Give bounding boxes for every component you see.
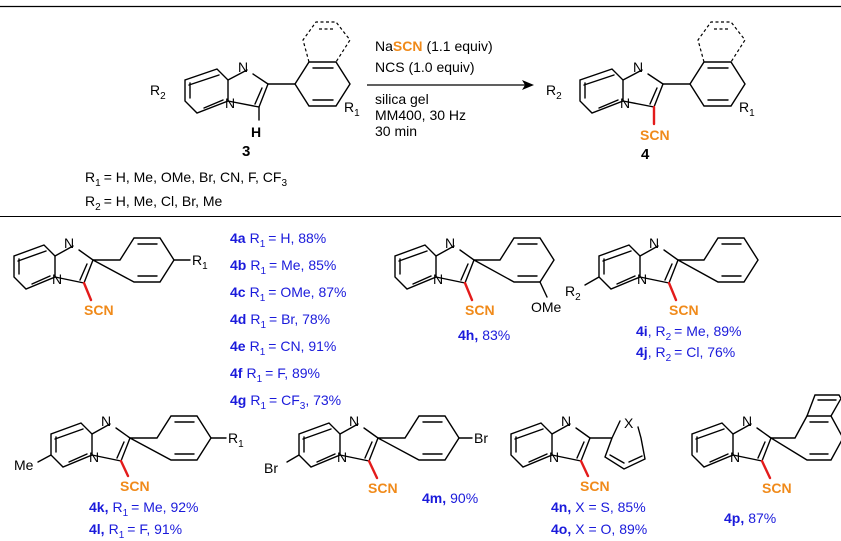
scn-group: SCN (84, 302, 114, 318)
me-group: Me (14, 457, 34, 473)
entry-4k: 4k,R1= Me, 92% (89, 499, 198, 519)
atom-n1: N (433, 271, 443, 287)
atom-n1: N (337, 449, 347, 465)
structure-4i-4j: N N SCN R2 4i, R2= Me, 89% 4j, R2= Cl, 7… (565, 235, 759, 364)
scn-group: SCN (640, 127, 670, 143)
atom-n1: N (730, 449, 740, 465)
condition-silica-gel: silica gel (375, 91, 429, 107)
condition-time: 30 min (375, 123, 417, 139)
atom-n3: N (64, 235, 74, 251)
atom-n3: N (649, 235, 659, 251)
r1-label: R1 (228, 430, 244, 450)
r2-definition: R2= H, Me, Cl, Br, Me (85, 193, 223, 213)
structure-4a-4g: N N SCN R1 (13, 235, 208, 318)
structure-4p: N N SCN 4p,87% (691, 394, 841, 526)
scn-group: SCN (762, 480, 792, 496)
condition-mill: MM400, 30 Hz (375, 107, 466, 123)
r1-label: R1 (739, 99, 755, 119)
reaction-conditions: NaSCN(1.1 equiv) NCS (1.0 equiv) silica … (375, 38, 493, 139)
compound-label-3: 3 (242, 143, 250, 160)
r1-label: R1 (344, 99, 360, 119)
product-4: N N SCN R2 R1 4 (546, 21, 755, 163)
entry-4h: 4h,83% (458, 327, 510, 343)
reagent-nascn: NaSCN(1.1 equiv) (375, 38, 493, 54)
ome-group: OMe (531, 299, 562, 315)
atom-h: H (251, 124, 261, 140)
br-group-ring: Br (264, 460, 278, 476)
structure-4n-4o: N N SCN X 4n,X = S, 85% 4o,X = O, 89% (510, 413, 647, 537)
entry-4j: 4j, R2= Cl, 76% (636, 344, 735, 364)
atom-n1: N (89, 449, 99, 465)
structure-4m: N N SCN Br Br 4m,90% (264, 413, 488, 506)
scn-group: SCN (120, 478, 150, 494)
atom-n1: N (637, 271, 647, 287)
scn-group: SCN (368, 480, 398, 496)
atom-n3: N (238, 59, 248, 75)
atom-n3: N (349, 413, 359, 429)
structure-4h: N N SCN OMe 4h,83% (394, 235, 562, 343)
r1-label: R1 (192, 252, 208, 272)
reaction-arrow (367, 80, 534, 90)
r2-label: R2 (150, 82, 166, 102)
atom-n3: N (101, 413, 111, 429)
entry-4p: 4p,87% (724, 510, 776, 526)
atom-n3: N (742, 413, 752, 429)
entry-4i: 4i, R2= Me, 89% (636, 323, 741, 343)
entry-4n: 4n,X = S, 85% (551, 499, 646, 515)
atom-n3: N (445, 235, 455, 251)
atom-n3: N (633, 59, 643, 75)
reactant-3: N N H R2 R1 3 (150, 21, 360, 160)
entry-4m: 4m,90% (422, 490, 478, 506)
br-group-aryl: Br (474, 430, 488, 446)
scn-group: SCN (669, 302, 699, 318)
compound-label-4: 4 (641, 146, 650, 163)
entry-4o: 4o,X = O, 89% (551, 521, 647, 537)
r1-definition: R1= H, Me, OMe, Br, CN, F, CF3 (85, 169, 287, 189)
atom-n1: N (52, 271, 62, 287)
atom-n1: N (620, 95, 630, 111)
reagent-ncs: NCS (1.0 equiv) (375, 59, 475, 75)
r2-label: R2 (546, 82, 562, 102)
atom-n3: N (561, 413, 571, 429)
entry-4l: 4l,R1= F, 91% (89, 521, 182, 541)
atom-n1: N (549, 449, 559, 465)
structure-4k-4l: N N SCN Me R1 4k,R1= Me, 92% 4l,R1= F, 9… (14, 413, 244, 541)
scn-group: SCN (580, 478, 610, 494)
hetero-atom-x: X (624, 415, 634, 431)
r2-label: R2 (565, 283, 581, 303)
atom-n1: N (225, 95, 235, 111)
scn-group: SCN (465, 302, 495, 318)
